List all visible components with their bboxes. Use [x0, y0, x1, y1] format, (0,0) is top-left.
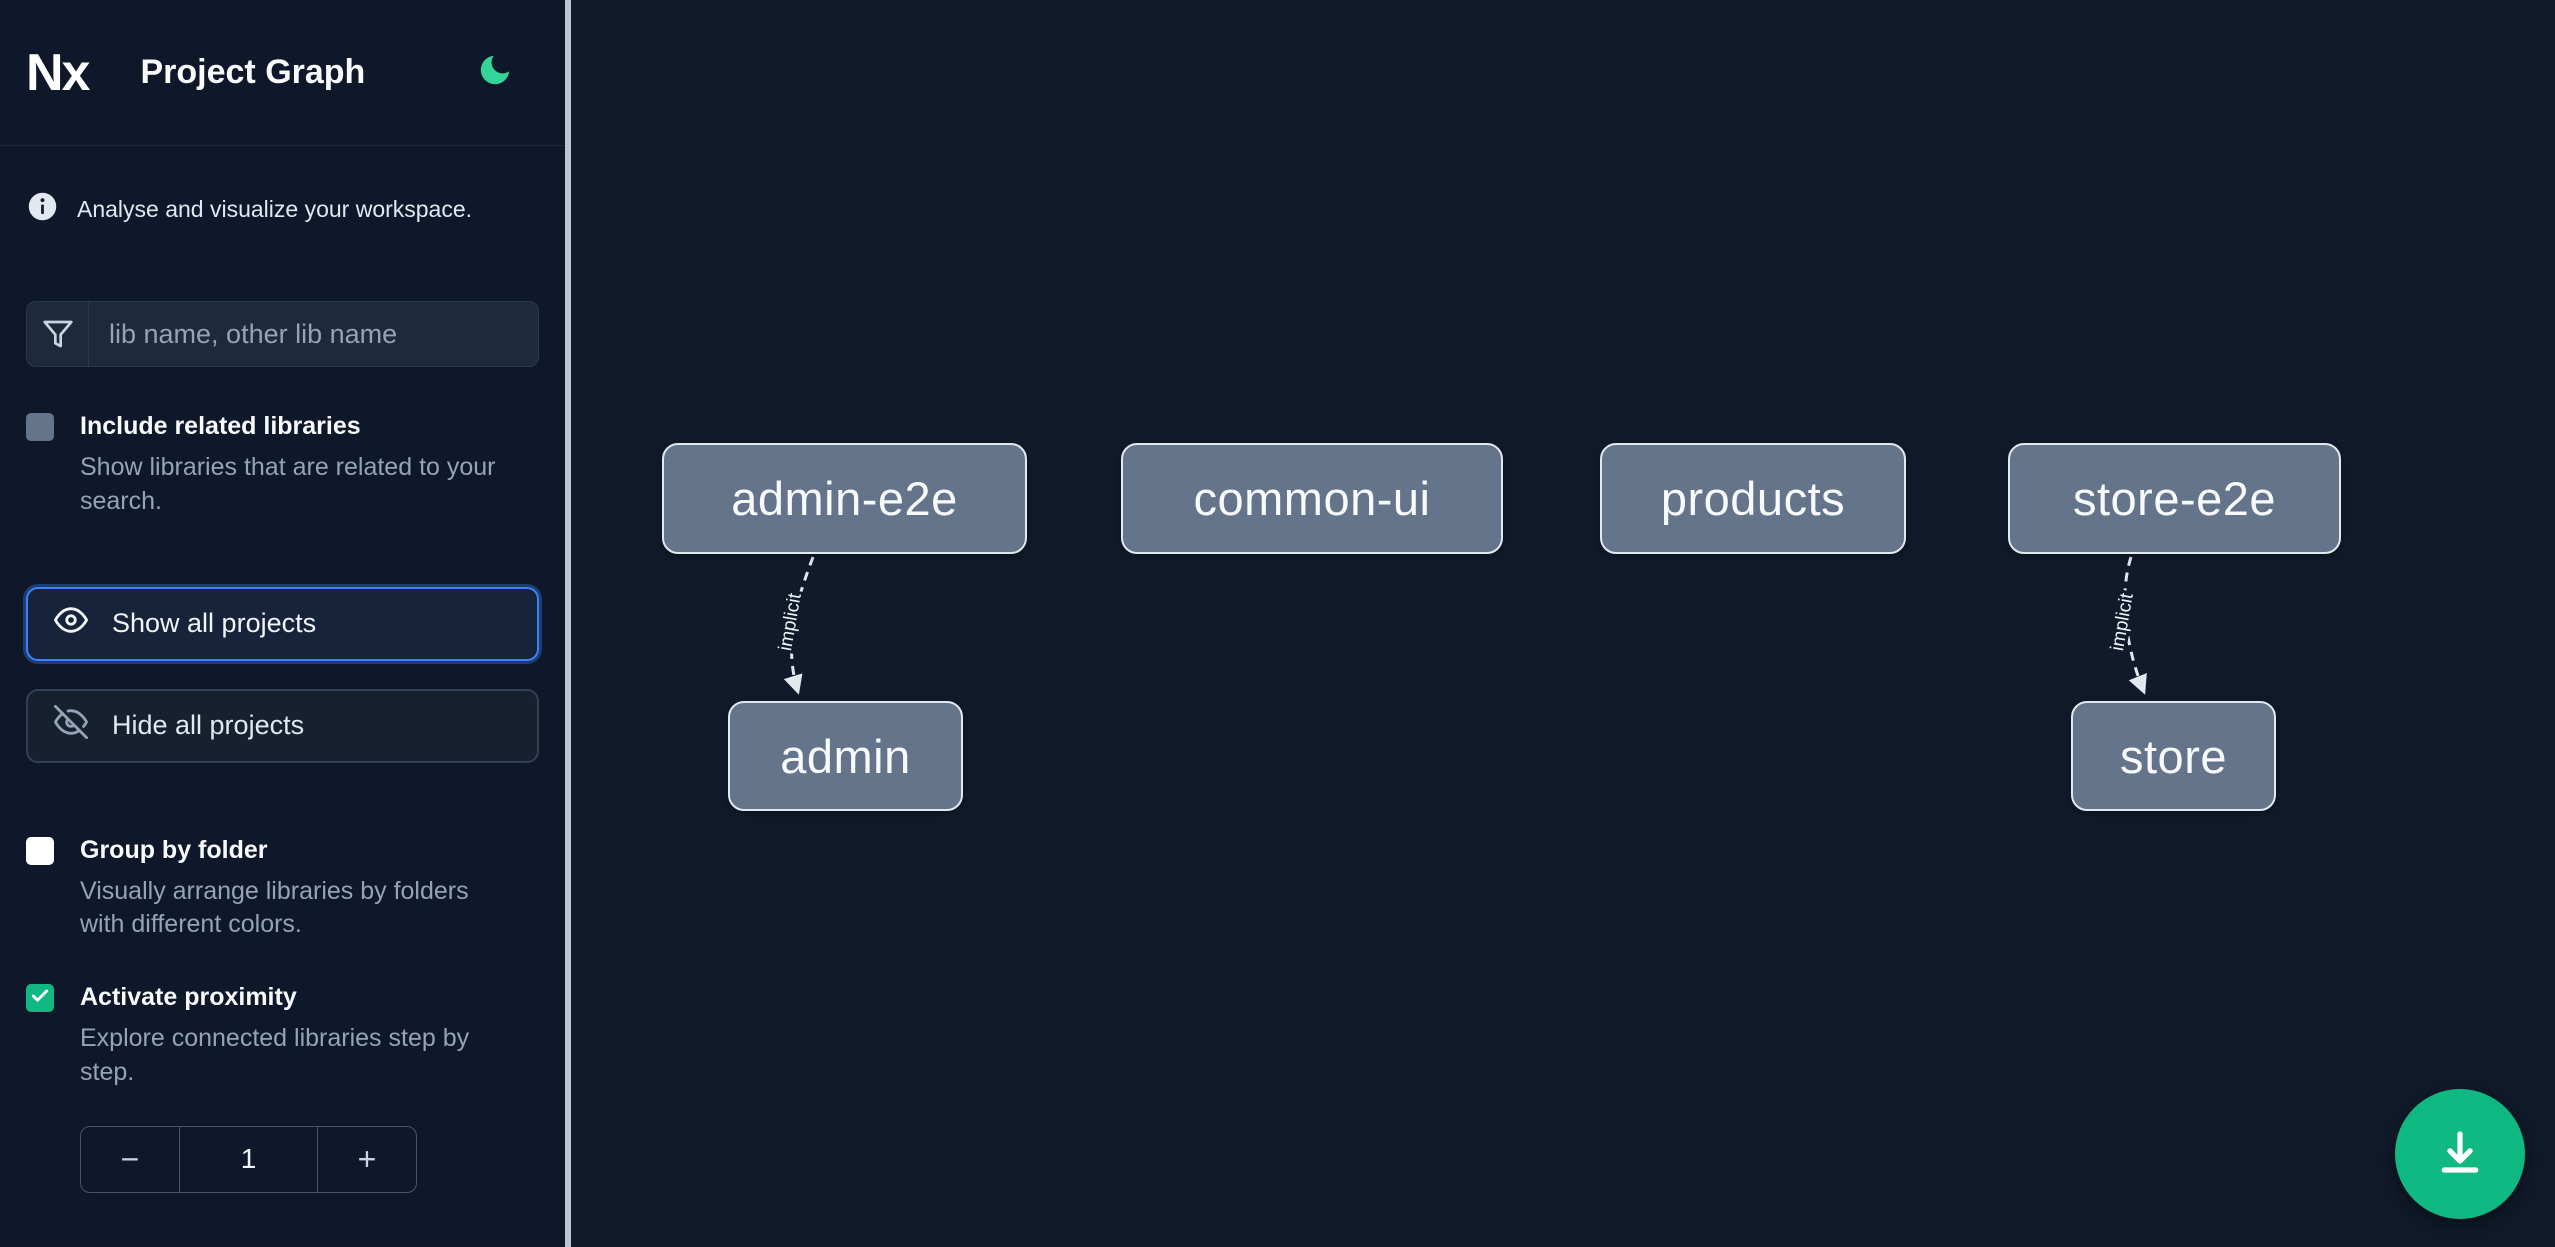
graph-node-common-ui[interactable]: common-ui [1121, 443, 1503, 554]
tagline-text: Analyse and visualize your workspace. [77, 196, 473, 222]
graph-node-store-e2e[interactable]: store-e2e [2008, 443, 2341, 554]
proximity-value: 1 [179, 1126, 318, 1192]
include-related-checkbox[interactable] [26, 413, 54, 441]
sidebar-header: Nx Project Graph [0, 0, 565, 146]
eye-icon [54, 603, 89, 644]
edge-label-implicit: implicit [2107, 591, 2138, 653]
hide-all-projects-label: Hide all projects [112, 710, 305, 740]
page-title: Project Graph [140, 53, 366, 91]
option-group-by-folder[interactable]: Group by folder Visually arrange librari… [26, 835, 539, 943]
eye-off-icon [54, 705, 89, 746]
sidebar: Nx Project Graph Analyse and visualize y… [0, 0, 565, 1247]
search-box [26, 301, 539, 367]
edge-store-e2e-store [2123, 556, 2147, 695]
tagline: Analyse and visualize your workspace. [26, 190, 539, 229]
show-all-projects-button[interactable]: Show all projects [26, 586, 539, 661]
activate-proximity-checkbox[interactable] [26, 984, 54, 1012]
edge-label-implicit: implicit [775, 591, 806, 653]
option-include-related[interactable]: Include related libraries Show libraries… [26, 411, 539, 519]
theme-toggle-button[interactable] [475, 53, 515, 93]
show-all-projects-label: Show all projects [112, 608, 317, 638]
nx-logo: Nx [26, 43, 91, 102]
option-activate-proximity[interactable]: Activate proximity Explore connected lib… [26, 982, 539, 1090]
graph-node-products[interactable]: products [1600, 443, 1906, 554]
option-description: Show libraries that are related to your … [80, 453, 496, 515]
edge-admin-e2e-admin [783, 556, 815, 695]
check-icon [30, 986, 50, 1011]
moon-icon [476, 51, 514, 94]
option-description: Explore connected libraries step by step… [80, 1024, 470, 1086]
search-input[interactable] [89, 318, 538, 350]
proximity-decrement-button[interactable]: − [81, 1127, 179, 1192]
info-icon [26, 190, 59, 229]
graph-node-store[interactable]: store [2071, 701, 2276, 811]
hide-all-projects-button[interactable]: Hide all projects [26, 688, 539, 763]
option-label: Group by folder [80, 835, 268, 864]
project-graph-canvas[interactable]: implicit implicit admin-e2e common-ui pr… [571, 0, 2555, 1247]
option-label: Activate proximity [80, 983, 297, 1011]
download-icon [2433, 1125, 2487, 1184]
proximity-increment-button[interactable]: + [318, 1127, 416, 1192]
graph-node-admin[interactable]: admin [728, 701, 963, 811]
graph-edges: implicit implicit [772, 556, 2147, 695]
filter-icon [27, 302, 89, 366]
graph-node-admin-e2e[interactable]: admin-e2e [662, 443, 1027, 554]
proximity-stepper: − 1 + [80, 1125, 417, 1193]
option-description: Visually arrange libraries by folders wi… [80, 876, 469, 939]
download-image-button[interactable] [2395, 1089, 2525, 1219]
group-by-folder-checkbox[interactable] [26, 836, 54, 865]
option-label: Include related libraries [80, 412, 361, 440]
panel-resizer[interactable] [565, 0, 571, 1247]
